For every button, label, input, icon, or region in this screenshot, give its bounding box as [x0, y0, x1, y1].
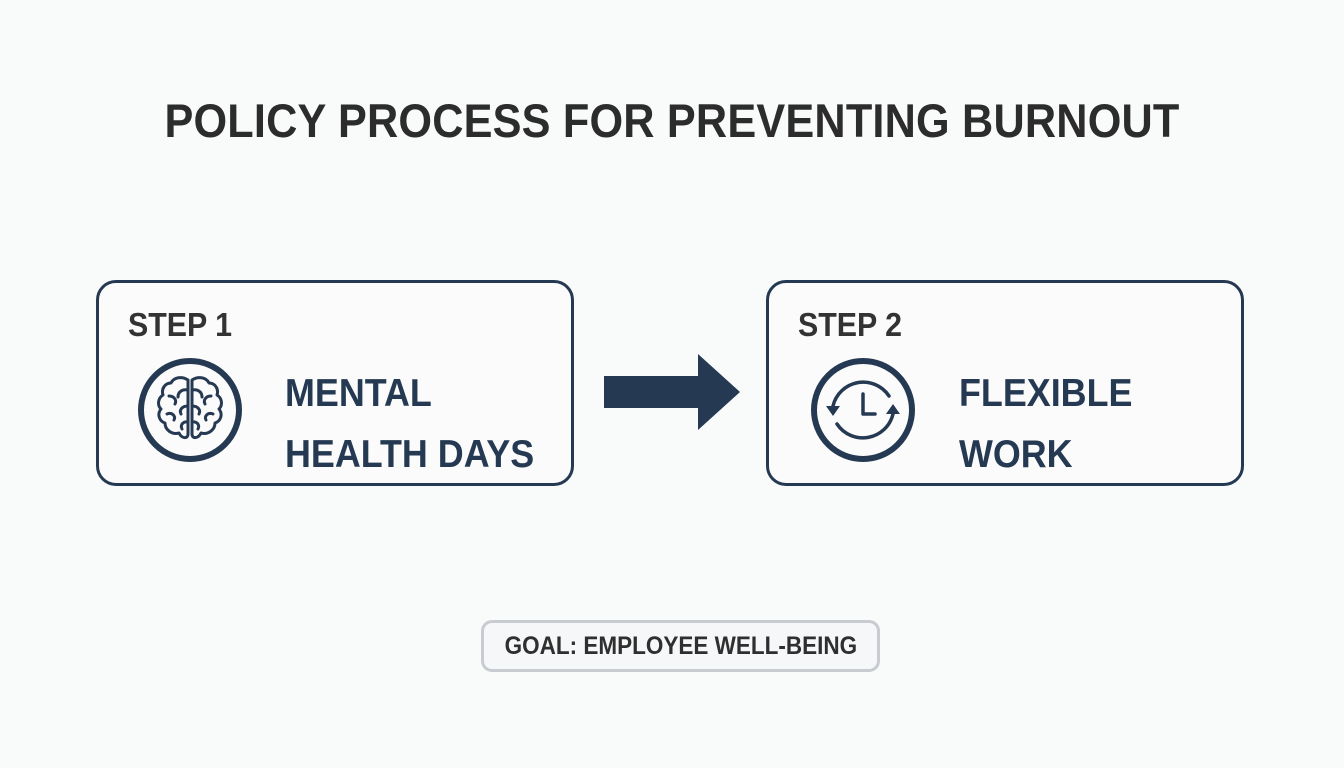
step-label: STEP 2 [798, 306, 903, 343]
brain-icon [136, 356, 244, 464]
step-text-line1: MENTAL [285, 372, 432, 415]
goal-badge: GOAL: EMPLOYEE WELL-BEING [481, 620, 880, 672]
step-text-line2: HEALTH DAYS [285, 433, 535, 476]
step-text-line1: FLEXIBLE [959, 372, 1133, 415]
step-text: MENTAL HEALTH DAYS [285, 363, 534, 485]
arrow-right-icon [604, 354, 742, 430]
goal-text: GOAL: EMPLOYEE WELL-BEING [504, 632, 857, 660]
step-card-1: STEP 1 MENTA [96, 280, 574, 486]
clock-cycle-icon [809, 356, 917, 464]
step-label: STEP 1 [128, 306, 233, 343]
step-text-line2: WORK [959, 433, 1073, 476]
step-text: FLEXIBLE WORK [959, 363, 1132, 485]
step-card-2: STEP 2 FLEXIBLE WORK [766, 280, 1244, 486]
page-title: POLICY PROCESS FOR PREVENTING BURNOUT [164, 94, 1180, 147]
